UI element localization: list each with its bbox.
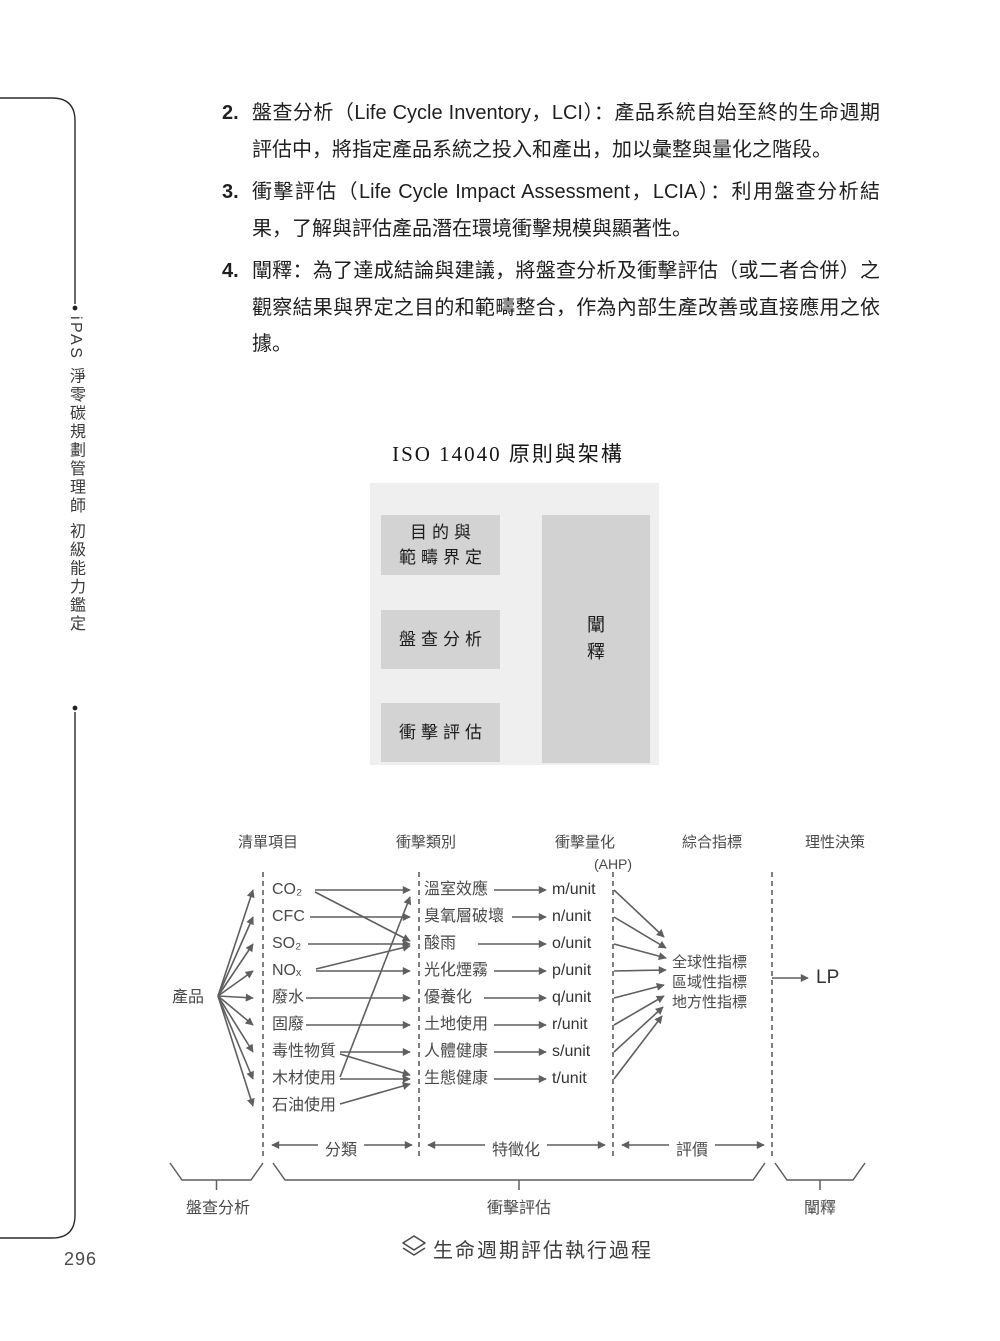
list-item-number: 3.	[222, 181, 239, 203]
unit-value: r/unit	[552, 1016, 588, 1033]
lp-label: LP	[816, 967, 840, 988]
unit-value: p/unit	[552, 962, 592, 979]
inventory-item: 毒性物質	[272, 1043, 337, 1060]
layers-icon	[402, 1235, 426, 1256]
col-header-composite-indicator: 綜合指標	[681, 834, 743, 851]
figure-caption: 生命週期評估執行過程	[433, 1240, 653, 1262]
inventory-item: 廢水	[272, 989, 305, 1006]
margin-bracket	[0, 97, 76, 1239]
list-item-number: 4.	[222, 260, 239, 282]
iso-interpretation-char: 闡	[587, 615, 605, 635]
iso-goal-scope-box: 目的與 範疇界定	[381, 515, 500, 575]
impact-category: 酸雨	[424, 935, 457, 952]
body-text: 2. 盤查分析（Life Cycle Inventory，LCI）：產品系統自始…	[222, 95, 880, 369]
iso-interpretation-char: 釋	[587, 642, 605, 662]
inventory-item: CFC	[272, 908, 305, 925]
stage-classification: 分類	[324, 1142, 358, 1159]
list-item: 4. 闡釋：為了達成結論與建議，將盤查分析及衝擊評估（或二者合併）之觀察結果與界…	[222, 253, 880, 363]
impact-category: 優養化	[424, 989, 473, 1006]
composite-indicators: 全球性指標 區域性指標 地方性指標	[672, 953, 747, 1013]
page-number: 296	[64, 1249, 98, 1269]
iso-goal-scope-line2: 範疇界定	[399, 548, 487, 567]
list-item-text: 衝擊評估（Life Cycle Impact Assessment，LCIA）：…	[252, 181, 880, 240]
unit-value: n/unit	[552, 908, 592, 925]
product-label: 產品	[172, 989, 205, 1006]
phase-interpretation: 闡釋	[803, 1200, 837, 1217]
flow-arrows	[217, 886, 809, 1149]
list-item: 3. 衝擊評估（Life Cycle Impact Assessment，LCI…	[222, 174, 880, 247]
iso-impact-box: 衝擊評估	[381, 703, 500, 762]
unit-value: q/unit	[552, 989, 592, 1006]
margin-vertical-title: iPAS 淨零碳規劃管理師 初級能力鑑定	[67, 316, 84, 634]
iso-inventory-box: 盤查分析	[381, 610, 500, 669]
phase-impact-assessment: 衝擊評估	[486, 1200, 552, 1217]
col-header-rational-decision: 理性決策	[804, 834, 866, 851]
inventory-item: 石油使用	[272, 1097, 337, 1114]
stage-valuation: 評價	[675, 1142, 709, 1159]
inventory-item: NOₓ	[272, 962, 302, 979]
impact-category: 土地使用	[424, 1016, 489, 1033]
composite-indicator-global: 全球性指標	[672, 954, 748, 971]
iso-interpretation-box: 闡 釋	[542, 515, 650, 763]
unit-value: t/unit	[552, 1070, 587, 1087]
col-header-inventory-items: 清單項目	[237, 834, 299, 851]
list-item: 2. 盤查分析（Life Cycle Inventory，LCI）：產品系統自始…	[222, 95, 880, 168]
list-item-text: 盤查分析（Life Cycle Inventory，LCI）：產品系統自始至終的…	[252, 102, 880, 161]
impact-category: 光化煙霧	[424, 962, 489, 979]
impact-category: 生態健康	[424, 1070, 489, 1087]
iso-goal-scope-line1: 目的與	[410, 523, 476, 542]
phase-inventory-analysis: 盤查分析	[185, 1200, 251, 1217]
inventory-item: CO₂	[272, 881, 303, 898]
impact-category: 臭氧層破壞	[424, 908, 505, 925]
phase-dashed-lines	[262, 872, 773, 1156]
inventory-item: 固廢	[272, 1016, 305, 1033]
stage-characterization: 特徵化	[491, 1142, 541, 1159]
inventory-item: SO₂	[272, 935, 302, 952]
iso-inventory-label: 盤查分析	[399, 630, 487, 649]
unit-value: s/unit	[552, 1043, 591, 1060]
composite-indicator-regional: 區域性指標	[672, 974, 748, 991]
iso-impact-label: 衝擊評估	[399, 723, 487, 742]
ahp-label: (AHP)	[593, 856, 633, 872]
list-item-number: 2.	[222, 102, 239, 124]
impact-category: 溫室效應	[424, 881, 489, 898]
unit-value: m/unit	[552, 881, 596, 898]
phase-braces	[169, 1162, 866, 1190]
col-header-impact-categories: 衝擊類別	[395, 834, 457, 851]
impact-category: 人體健康	[424, 1043, 489, 1060]
composite-indicator-local: 地方性指標	[672, 994, 748, 1011]
col-header-impact-quantification: 衝擊量化	[554, 834, 616, 851]
inventory-item: 木材使用	[272, 1070, 337, 1087]
unit-value: o/unit	[552, 935, 592, 952]
list-item-text: 闡釋：為了達成結論與建議，將盤查分析及衝擊評估（或二者合併）之觀察結果與界定之目…	[252, 260, 880, 355]
iso-diagram-title: ISO 14040 原則與架構	[392, 442, 624, 466]
